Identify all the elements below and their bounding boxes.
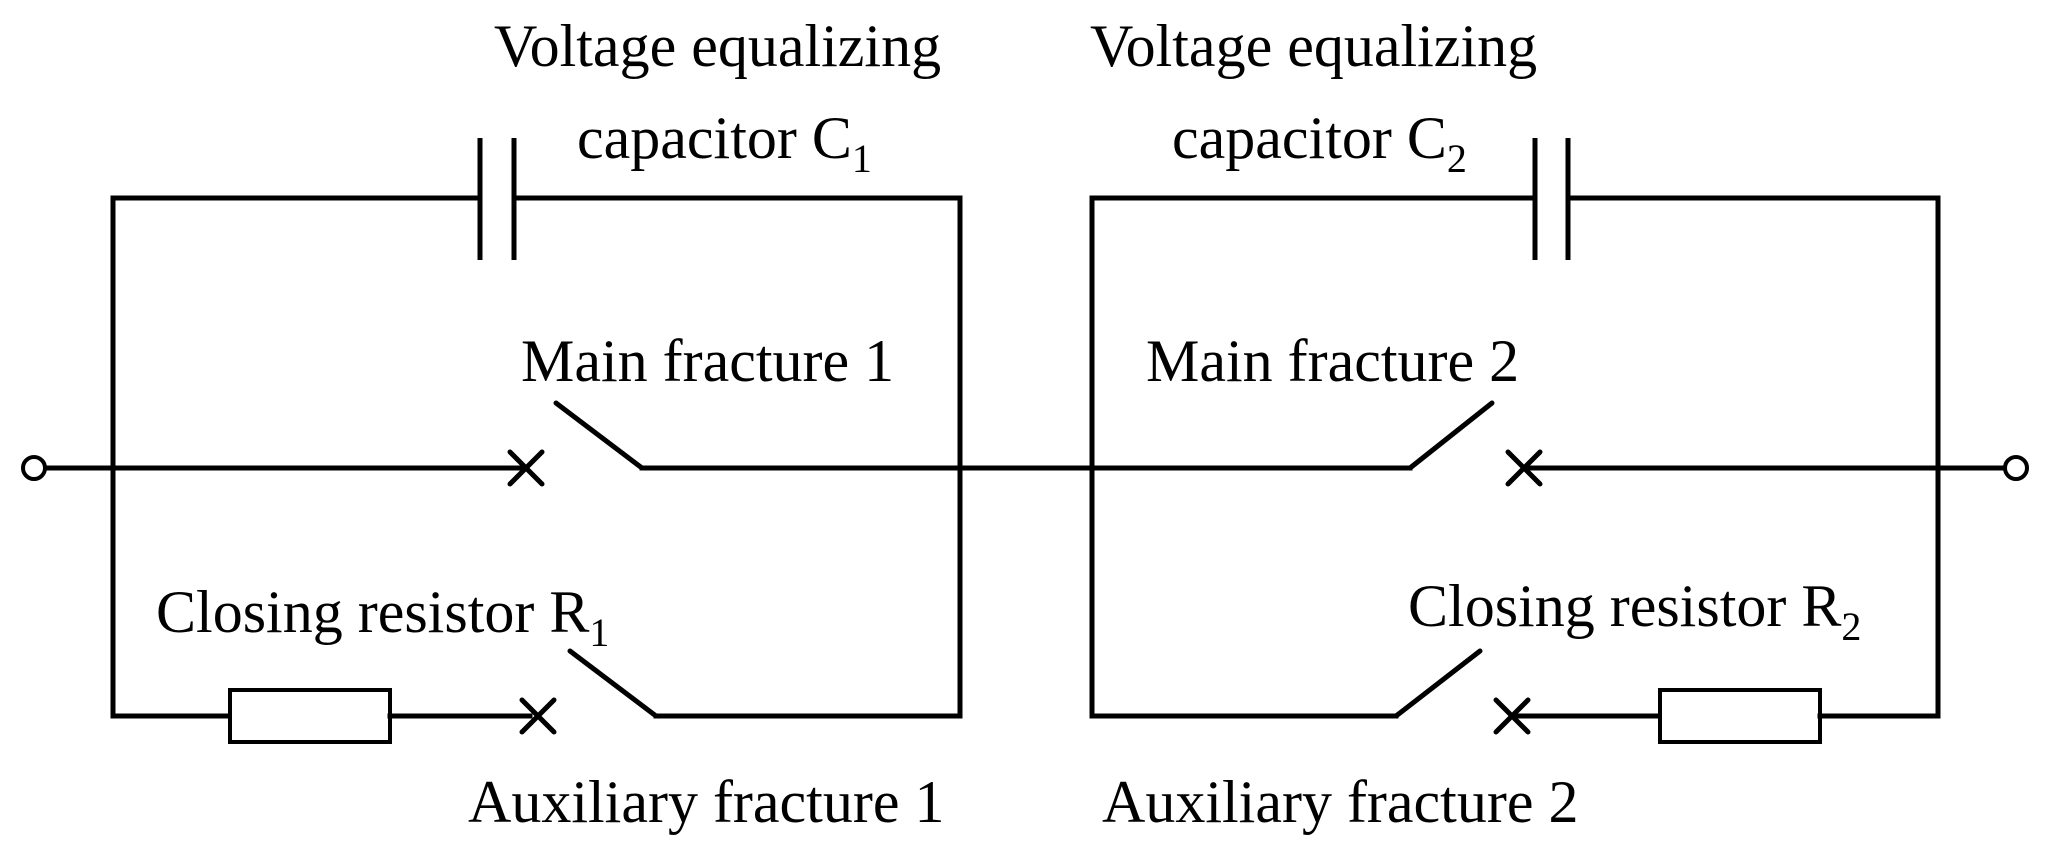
right-breaker-unit	[1089, 138, 2009, 744]
auxiliary-fracture-2-label: Auxiliary fracture 2	[1102, 769, 1578, 835]
capacitor-c1-label-line2: capacitor C1	[577, 105, 872, 181]
capacitor-c1-label-line1: Voltage equalizing	[494, 13, 941, 79]
main-fracture-1-contact-cross	[507, 449, 545, 487]
capacitor-c2-label-line2: capacitor C2	[1172, 105, 1467, 181]
closing-resistor-r2	[1658, 688, 1822, 744]
right-frame-right-wire	[1567, 195, 1941, 719]
right-frame-left-wire	[1089, 195, 1536, 719]
main-fracture-2-label: Main fracture 2	[1146, 328, 1519, 394]
closing-resistor-r1-label: Closing resistor R1	[156, 579, 609, 655]
main-fracture-2-blade	[1407, 400, 1495, 471]
left-frame-right-wire	[513, 195, 963, 719]
auxiliary-fracture-2-blade	[1393, 648, 1483, 719]
left-breaker-unit	[41, 138, 963, 744]
capacitor-c2-label-line1: Voltage equalizing	[1090, 13, 1537, 79]
left-terminal	[21, 455, 47, 481]
main-fracture-1-label: Main fracture 1	[521, 328, 894, 394]
closing-resistor-r1	[228, 688, 392, 744]
right-terminal	[2003, 455, 2029, 481]
auxiliary-fracture-1-contact-cross	[519, 697, 557, 735]
closing-resistor-r2-label: Closing resistor R2	[1408, 573, 1861, 649]
left-frame-left-wire	[110, 195, 481, 719]
main-fracture-1-blade	[553, 400, 645, 471]
auxiliary-fracture-1-label: Auxiliary fracture 1	[468, 769, 944, 835]
auxiliary-fracture-1-blade	[567, 648, 659, 719]
